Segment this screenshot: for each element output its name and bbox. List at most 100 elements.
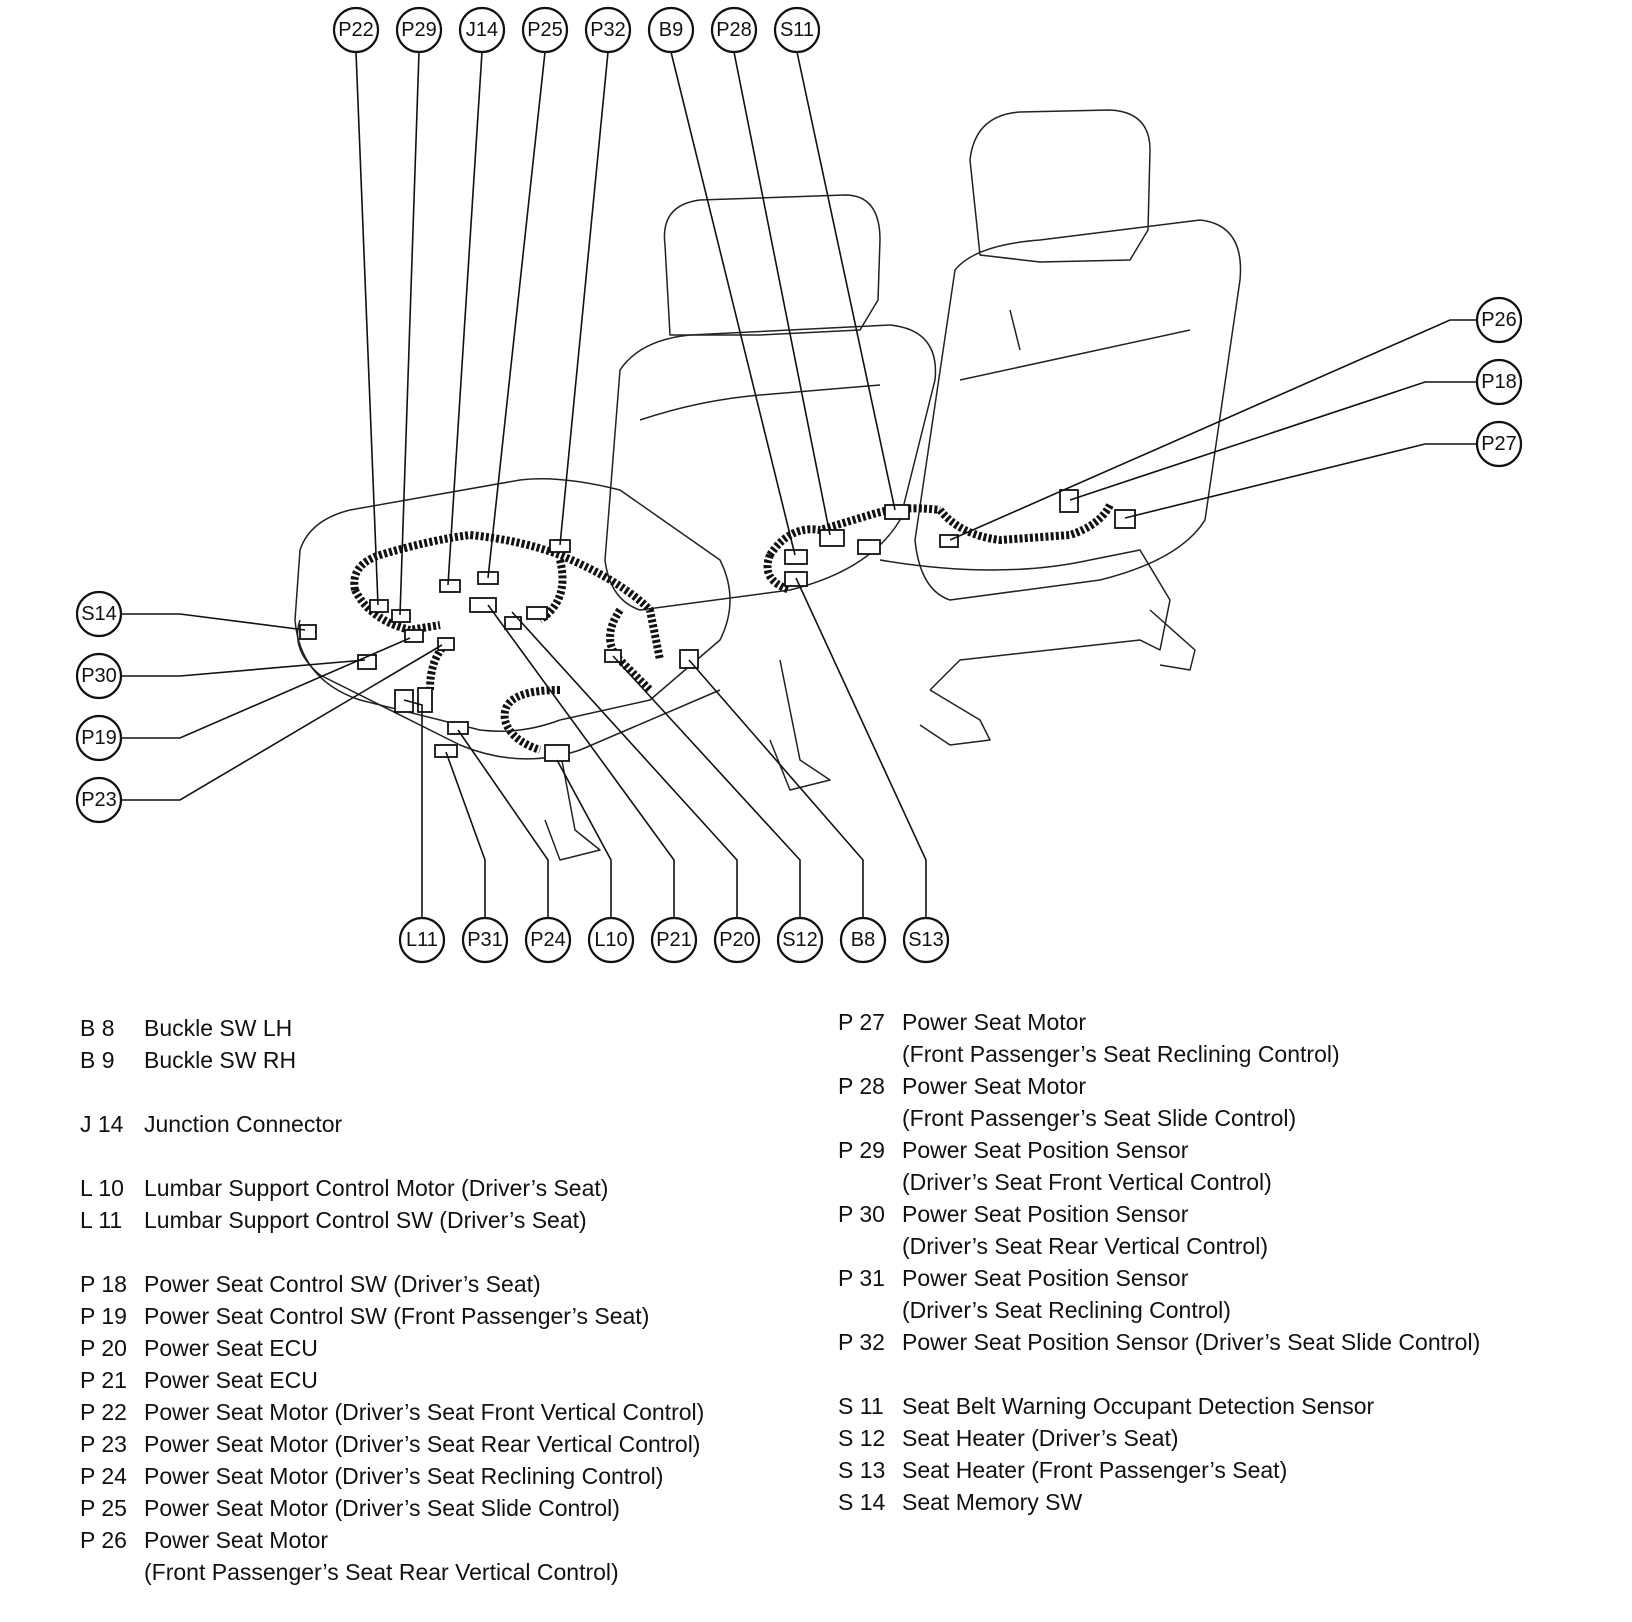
legend-code: P 30 — [838, 1201, 885, 1227]
callout-p26: P26 — [1475, 296, 1523, 344]
legend-row: P 24 Power Seat Motor (Driver’s Seat Recl… — [80, 1460, 820, 1492]
svg-text:P22: P22 — [338, 19, 374, 41]
legend-desc: Power Seat Motor (Driver’s Seat Reclinin… — [144, 1463, 664, 1489]
legend-row: S 13 Seat Heater (Front Passenger’s Seat) — [838, 1454, 1618, 1486]
legend-code: B 9 — [80, 1047, 115, 1073]
callouts-bottom: L11 P31 P24 L10 P21 P20 S12 B8 S13 — [398, 916, 950, 964]
legend-desc-cont: (Front Passenger’s Seat Reclining Contro… — [902, 1041, 1340, 1067]
svg-text:P23: P23 — [81, 789, 117, 811]
legend-desc: Seat Belt Warning Occupant Detection Sen… — [902, 1393, 1375, 1419]
legend-desc: Power Seat Position Sensor — [902, 1201, 1189, 1227]
connectors — [299, 489, 1136, 762]
svg-text:P24: P24 — [530, 929, 566, 951]
svg-text:S11: S11 — [780, 19, 814, 41]
legend-row: L 11 Lumbar Support Control SW (Driver’s … — [80, 1204, 820, 1236]
svg-text:P18: P18 — [1481, 371, 1517, 393]
svg-text:P27: P27 — [1481, 433, 1517, 455]
legend-code: L 11 — [80, 1207, 123, 1233]
legend-row: P 22 Power Seat Motor (Driver’s Seat Fron… — [80, 1396, 820, 1428]
svg-text:P32: P32 — [590, 19, 626, 41]
legend-desc: Seat Heater (Driver’s Seat) — [902, 1425, 1179, 1451]
legend-gap — [80, 1140, 820, 1172]
svg-text:P29: P29 — [401, 19, 437, 41]
legend-code: P 27 — [838, 1009, 885, 1035]
legend-desc: Buckle SW RH — [144, 1047, 297, 1073]
seat-outlines — [294, 109, 1242, 861]
callout-l10: L10 — [587, 916, 635, 964]
legend-code: S 13 — [838, 1457, 886, 1483]
legend-row: P 21 Power Seat ECU — [80, 1364, 820, 1396]
callout-s14: S14 — [75, 590, 123, 638]
svg-text:L11: L11 — [406, 929, 438, 951]
passenger-backrest — [914, 219, 1242, 601]
legend-desc-cont: (Front Passenger’s Seat Rear Vertical Co… — [144, 1559, 619, 1585]
legend-code: P 31 — [838, 1265, 885, 1291]
legend-code: P 20 — [80, 1335, 127, 1361]
wire-harness — [350, 503, 1114, 754]
svg-text:P25: P25 — [527, 19, 563, 41]
legend-code: P 22 — [80, 1399, 127, 1425]
legend-desc: Seat Heater (Front Passenger’s Seat) — [902, 1457, 1288, 1483]
callout-p19: P19 — [75, 714, 123, 762]
legend-desc: Power Seat Motor — [902, 1009, 1087, 1035]
legend-code: P 19 — [80, 1303, 127, 1329]
svg-text:P19: P19 — [81, 727, 117, 749]
svg-text:P26: P26 — [1481, 309, 1517, 331]
legend-desc-cont: (Driver’s Seat Rear Vertical Control) — [902, 1233, 1268, 1259]
legend-code: L 10 — [80, 1175, 124, 1201]
callout-p32: P32 — [584, 6, 632, 54]
legend-desc: Buckle SW LH — [144, 1015, 293, 1041]
legend-desc: Power Seat Motor — [902, 1073, 1087, 1099]
callout-s12: S12 — [776, 916, 824, 964]
legend-code: P 18 — [80, 1271, 127, 1297]
callouts-left: S14 P30 P19 P23 — [75, 590, 123, 824]
svg-text:B9: B9 — [659, 19, 683, 41]
legend-desc: Power Seat Motor (Driver’s Seat Slide Co… — [144, 1495, 620, 1521]
legend-desc: Power Seat Motor (Driver’s Seat Front Ve… — [144, 1399, 705, 1425]
callout-p30: P30 — [75, 652, 123, 700]
legend-desc: Power Seat ECU — [144, 1367, 318, 1393]
legend-code: P 24 — [80, 1463, 127, 1489]
callout-p18: P18 — [1475, 358, 1523, 406]
legend-code: B 8 — [80, 1015, 115, 1041]
legend-desc: Lumbar Support Control SW (Driver’s Seat… — [144, 1207, 587, 1233]
legend-desc-cont: (Driver’s Seat Reclining Control) — [902, 1297, 1231, 1323]
svg-text:P20: P20 — [719, 929, 755, 951]
svg-text:S14: S14 — [81, 603, 117, 625]
legend-desc: Lumbar Support Control Motor (Driver’s S… — [144, 1175, 609, 1201]
legend-code: S 14 — [838, 1489, 886, 1515]
seat-harness-diagram: P22 P29 J14 P25 P32 B9 P28 S11 P26 P18 P… — [75, 6, 1523, 964]
legend-row: P 30 Power Seat Position Sensor — [838, 1198, 1618, 1230]
legend-code: P 21 — [80, 1367, 127, 1393]
legend-desc-cont: (Driver’s Seat Front Vertical Control) — [902, 1169, 1272, 1195]
svg-text:S13: S13 — [908, 929, 944, 951]
legend-row: B 9 Buckle SW RH — [80, 1044, 820, 1076]
callout-p21: P21 — [650, 916, 698, 964]
callouts-right: P26 P18 P27 — [1475, 296, 1523, 468]
passenger-headrest — [969, 109, 1151, 263]
legend-gap — [80, 1236, 820, 1268]
legend-code: P 26 — [80, 1527, 127, 1553]
callout-p25: P25 — [521, 6, 569, 54]
callout-p28: P28 — [710, 6, 758, 54]
svg-text:J14: J14 — [466, 19, 498, 41]
callout-p22: P22 — [332, 6, 380, 54]
legend-code: P 28 — [838, 1073, 885, 1099]
driver-cushion — [294, 478, 731, 732]
callout-p29: P29 — [395, 6, 443, 54]
legend-row: P 27 Power Seat Motor — [838, 1006, 1618, 1038]
svg-text:P30: P30 — [81, 665, 117, 687]
callout-s13: S13 — [902, 916, 950, 964]
legend-code: J 14 — [80, 1111, 124, 1137]
leader-lines — [121, 51, 1477, 918]
